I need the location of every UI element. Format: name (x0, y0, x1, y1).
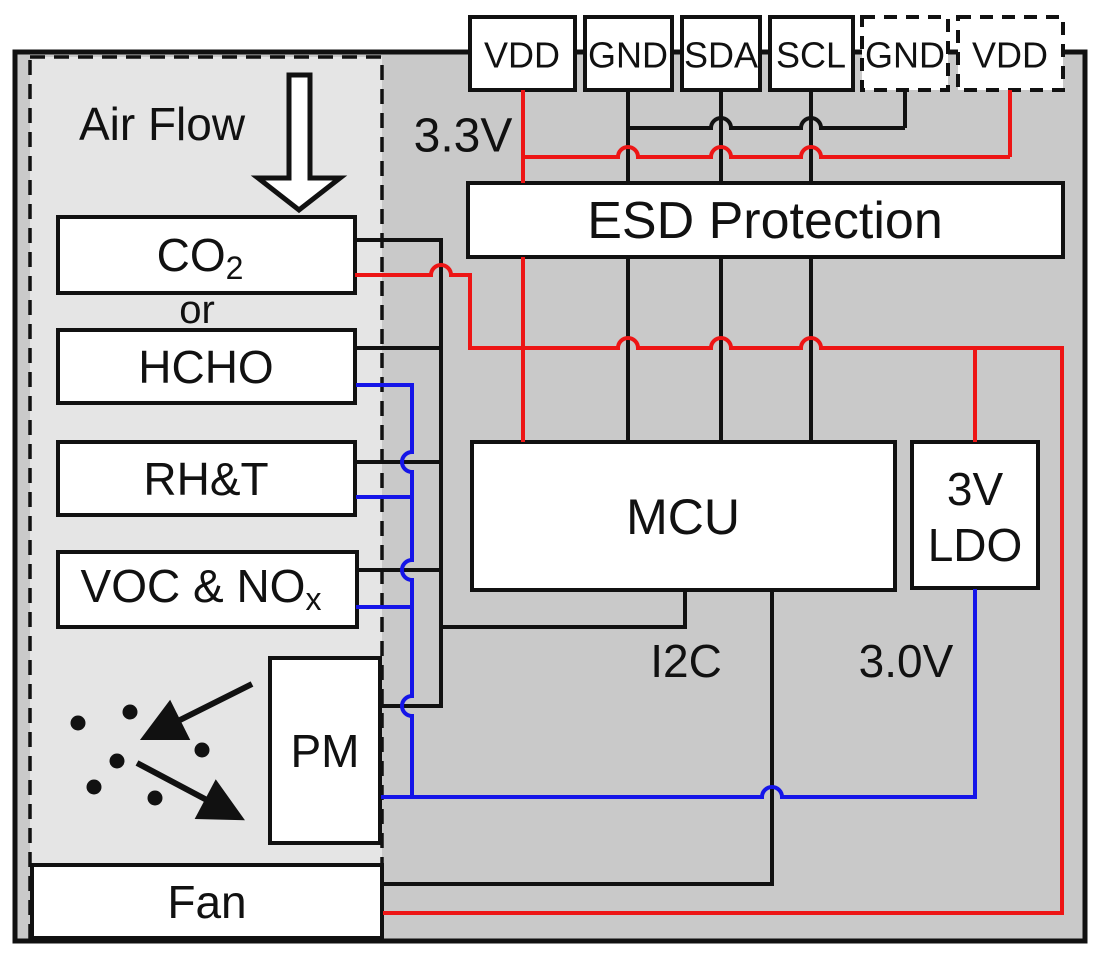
particle-cluster (70, 704, 210, 806)
power-3v3-wires (355, 90, 1064, 915)
particle-out-arrow-icon (135, 760, 245, 821)
wire-3v0-sensor-bus (356, 383, 414, 797)
rht-label: RH&T (143, 453, 268, 505)
net-label-i2c: I2C (650, 635, 722, 687)
power-3v0-wires (356, 383, 977, 799)
particle-dot (86, 779, 102, 795)
voc-label-main: VOC & NO (81, 560, 306, 612)
voc-nox-sensor-box (56, 550, 359, 629)
ldo-label-line2: LDO (928, 519, 1023, 571)
fan-box (30, 863, 384, 940)
net-label-3v3: 3.3V (414, 110, 513, 163)
particle-in-arrow-icon (139, 681, 254, 741)
pm-sensor-box (268, 656, 382, 845)
wire-3v0-ldo-to-pm (381, 589, 977, 799)
ldo-box (910, 440, 1040, 590)
pin-box-scl (768, 15, 855, 92)
esd-protection-label: ESD Protection (587, 192, 943, 250)
or-label: or (179, 288, 215, 332)
pin-label-vdd: VDD (484, 35, 560, 76)
wire-i2c-to-mcu (441, 591, 687, 629)
pm-label: PM (291, 725, 360, 777)
particle-dot (122, 704, 138, 720)
wire-3v3-main-bus (355, 263, 1064, 915)
labels: Air Flow VDD GND SDA SCL GND VDD ESD Pro… (79, 35, 1048, 929)
pin-label-sda: SDA (684, 35, 758, 76)
mcu-box (470, 440, 897, 592)
hcho-label: HCHO (138, 341, 273, 393)
particle-arrows (135, 681, 254, 821)
ldo-label-line1: 3V (947, 463, 1004, 515)
particle-dot (109, 753, 125, 769)
co2-label-main: CO (157, 229, 226, 281)
pin-label-vdd-optional: VDD (972, 35, 1048, 76)
pin-box-gnd-optional (860, 15, 950, 92)
pin-label-gnd-optional: GND (865, 35, 945, 76)
particle-dot (70, 715, 86, 731)
particle-dot (147, 790, 163, 806)
esd-protection-box (466, 181, 1065, 259)
hcho-sensor-box (56, 328, 357, 405)
particle-dot (194, 742, 210, 758)
pin-box-gnd (583, 15, 674, 92)
co2-label-subscript: 2 (226, 250, 244, 286)
pin-label-scl: SCL (776, 35, 846, 76)
voc-nox-label: VOC & NOx (81, 560, 322, 617)
wire-i2c-bus-vertical (355, 238, 443, 708)
pin-label-gnd: GND (588, 35, 668, 76)
co2-label: CO2 (157, 229, 244, 286)
wire-3v3-top-bus (523, 145, 1010, 159)
fan-label: Fan (167, 876, 246, 928)
air-flow-arrow-icon (250, 72, 348, 214)
air-flow-label: Air Flow (79, 98, 246, 150)
rht-sensor-box (56, 440, 357, 517)
mcu-label: MCU (626, 489, 740, 545)
signal-wires (355, 90, 907, 886)
wire-mcu-to-fan (383, 590, 774, 886)
voc-label-subscript: x (305, 581, 321, 617)
wire-gnd-bus (628, 116, 905, 130)
net-label-3v0: 3.0V (859, 635, 954, 687)
co2-sensor-box (56, 215, 357, 295)
